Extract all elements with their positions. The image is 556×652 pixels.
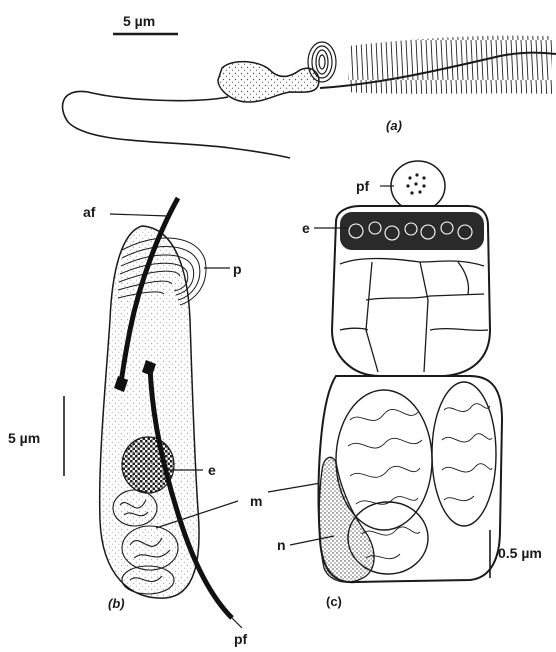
label-n: n [277, 537, 286, 553]
scale-bar-a-label: 5 µm [123, 13, 155, 29]
panel-a-cell-body [218, 62, 319, 102]
panel-c-posterior-flagellum [391, 161, 445, 211]
panel-b: 5 µm af p e pf (b) [8, 198, 248, 647]
scale-bar-a: 5 µm [113, 13, 178, 34]
panel-a-coil [308, 42, 336, 82]
panel-a: 5 µm (a) [63, 13, 556, 158]
label-p: p [233, 261, 242, 277]
scale-bar-b: 5 µm [8, 396, 64, 476]
panel-a-hairy-flagellum [348, 36, 552, 94]
label-pf-c: pf [356, 178, 370, 194]
panel-c-label: (c) [326, 594, 342, 609]
label-m: m [250, 493, 262, 509]
panel-c: 0.5 µm pf e n (c) [277, 161, 542, 609]
panel-b-cell-outline [100, 226, 199, 598]
scale-bar-b-label: 5 µm [8, 430, 40, 446]
panel-b-label: (b) [108, 596, 125, 611]
panel-a-label: (a) [386, 118, 402, 133]
label-e-c: e [302, 220, 310, 236]
scale-bar-c-label: 0.5 µm [498, 545, 542, 561]
label-pf-b: pf [234, 631, 248, 647]
label-e-b: e [208, 462, 216, 478]
panel-c-eyespot [340, 212, 484, 250]
label-af: af [83, 204, 96, 220]
